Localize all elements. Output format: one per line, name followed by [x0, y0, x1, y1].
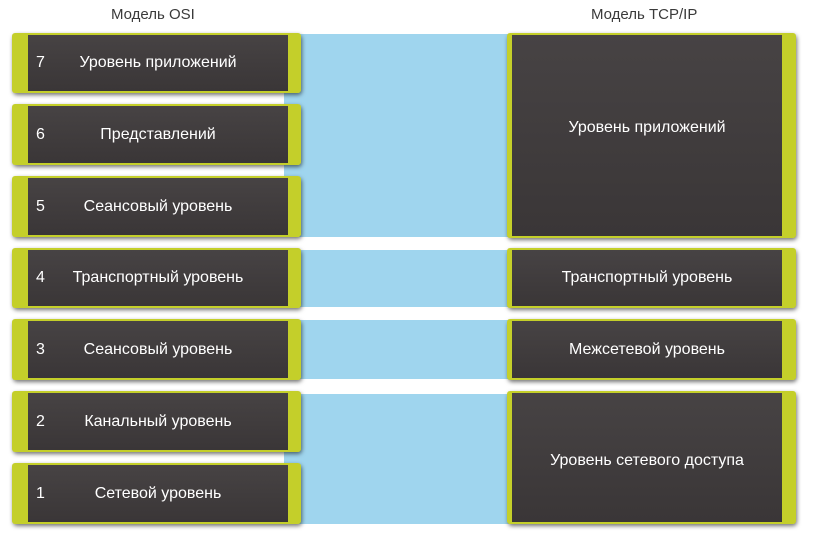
osi-layer-label: Сеансовый уровень — [83, 340, 233, 358]
osi-layer-label: Транспортный уровень — [72, 269, 244, 286]
osi-model-heading: Модель OSI — [111, 6, 195, 23]
osi-layer-number: 1 — [36, 484, 45, 502]
osi-layer-number: 2 — [36, 412, 45, 430]
osi-layer-4: Транспортный уровень 4 — [12, 248, 301, 308]
osi-layer-7: Уровень приложений 7 — [12, 33, 301, 93]
osi-layer-label: Канальный уровень — [84, 412, 232, 430]
osi-layer-label: Сеансовый уровень — [83, 197, 233, 215]
osi-layer-number: 7 — [36, 54, 45, 71]
tcpip-layer-transport: Транспортный уровень — [507, 248, 796, 308]
tcpip-layer-label: Транспортный уровень — [561, 269, 733, 286]
tcpip-layer-network-access: Уровень сетевого доступа — [507, 391, 796, 524]
tcpip-layer-label: Межсетевой уровень — [569, 340, 725, 358]
band-network-access — [284, 394, 526, 524]
osi-layer-number: 5 — [36, 197, 45, 215]
tcpip-model-heading: Модель TCP/IP — [591, 6, 698, 23]
osi-layer-label: Представлений — [100, 125, 216, 143]
osi-layer-number: 3 — [36, 340, 45, 358]
osi-layer-number: 4 — [36, 269, 45, 286]
band-application — [284, 34, 526, 237]
osi-layer-2: Канальный уровень 2 — [12, 391, 301, 452]
osi-layer-5: Сеансовый уровень 5 — [12, 176, 301, 237]
tcpip-layer-internet: Межсетевой уровень — [507, 319, 796, 380]
tcpip-layer-application: Уровень приложений — [507, 33, 796, 238]
tcpip-layer-label: Уровень сетевого доступа — [550, 451, 744, 469]
osi-layer-label: Уровень приложений — [79, 54, 237, 71]
osi-layer-6: Представлений 6 — [12, 104, 301, 165]
tcpip-layer-label: Уровень приложений — [568, 118, 726, 136]
band-transport — [284, 250, 526, 307]
osi-layer-1: Сетевой уровень 1 — [12, 463, 301, 524]
osi-layer-label: Сетевой уровень — [94, 484, 222, 502]
osi-layer-number: 6 — [36, 125, 45, 143]
osi-layer-3: Сеансовый уровень 3 — [12, 319, 301, 380]
band-internet — [284, 320, 526, 379]
